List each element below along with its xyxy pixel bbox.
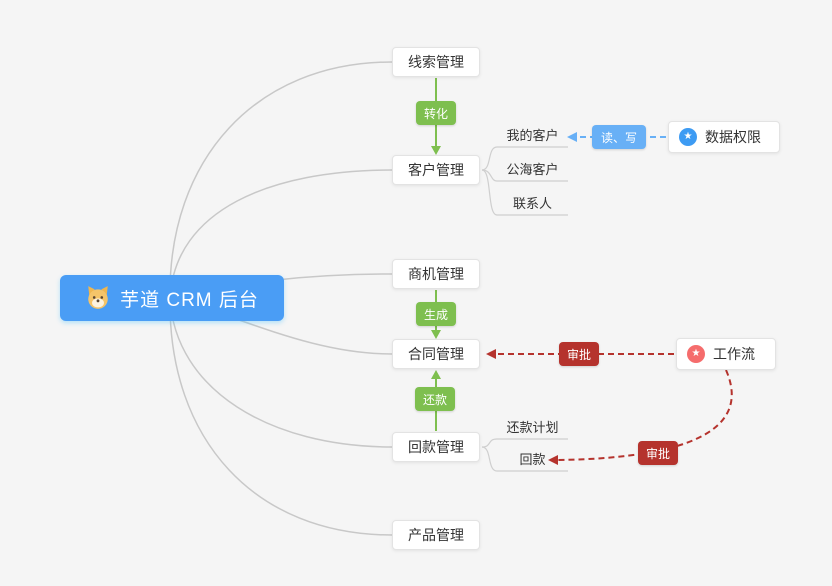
subnode-repay[interactable]: 回款 [519, 452, 546, 467]
edge-customer-public [481, 169, 568, 182]
edge-label-convert[interactable]: 转化 [416, 101, 456, 125]
node-receivable[interactable]: 回款管理 [392, 432, 480, 462]
root-node-crm-backend[interactable]: 芋道 CRM 后台 [60, 275, 284, 321]
node-receivable-label: 回款管理 [408, 439, 464, 455]
root-node-label: 芋道 CRM 后台 [120, 289, 259, 311]
edge-root-customer [169, 169, 393, 299]
node-leads-label: 线索管理 [408, 54, 464, 70]
edge-label-approve-contract[interactable]: 审批 [559, 342, 599, 366]
node-leads[interactable]: 线索管理 [392, 47, 480, 77]
subnode-public-customer[interactable]: 公海客户 [506, 162, 559, 177]
node-workflow[interactable]: ★ 工作流 [676, 338, 776, 370]
node-contract-label: 合同管理 [408, 346, 464, 362]
subnode-contact[interactable]: 联系人 [512, 196, 552, 211]
node-data-permission[interactable]: ★ 数据权限 [668, 121, 780, 153]
node-product[interactable]: 产品管理 [392, 520, 480, 550]
node-contract[interactable]: 合同管理 [392, 339, 480, 369]
edge-root-product [169, 297, 393, 536]
node-data-permission-label: 数据权限 [705, 129, 761, 145]
approve-receivable-arrow [548, 369, 733, 465]
node-product-label: 产品管理 [408, 527, 464, 543]
edge-label-generate[interactable]: 生成 [416, 302, 456, 326]
edge-root-leads [169, 61, 393, 299]
node-customer[interactable]: 客户管理 [392, 155, 480, 185]
star-icon: ★ [687, 345, 705, 363]
dog-icon [85, 285, 111, 311]
edge-root-receivable [169, 297, 393, 448]
subnode-connectors [481, 146, 568, 472]
edge-customer-my [481, 146, 568, 171]
edge-label-approve-receivable[interactable]: 审批 [638, 441, 678, 465]
edge-label-repayment[interactable]: 还款 [415, 387, 455, 411]
edge-label-read-write[interactable]: 读、写 [592, 125, 646, 149]
star-icon: ★ [679, 128, 697, 146]
node-opportunity-label: 商机管理 [408, 266, 464, 282]
edge-receivable-repay [481, 446, 568, 472]
edge-customer-contact [481, 169, 568, 216]
approve-contract-arrow [486, 349, 674, 359]
node-customer-label: 客户管理 [408, 162, 464, 178]
edge-receivable-plan [481, 438, 568, 448]
subnode-repay-plan[interactable]: 还款计划 [506, 420, 559, 435]
subnode-my-customer[interactable]: 我的客户 [506, 128, 559, 143]
node-opportunity[interactable]: 商机管理 [392, 259, 480, 289]
node-workflow-label: 工作流 [713, 346, 755, 362]
